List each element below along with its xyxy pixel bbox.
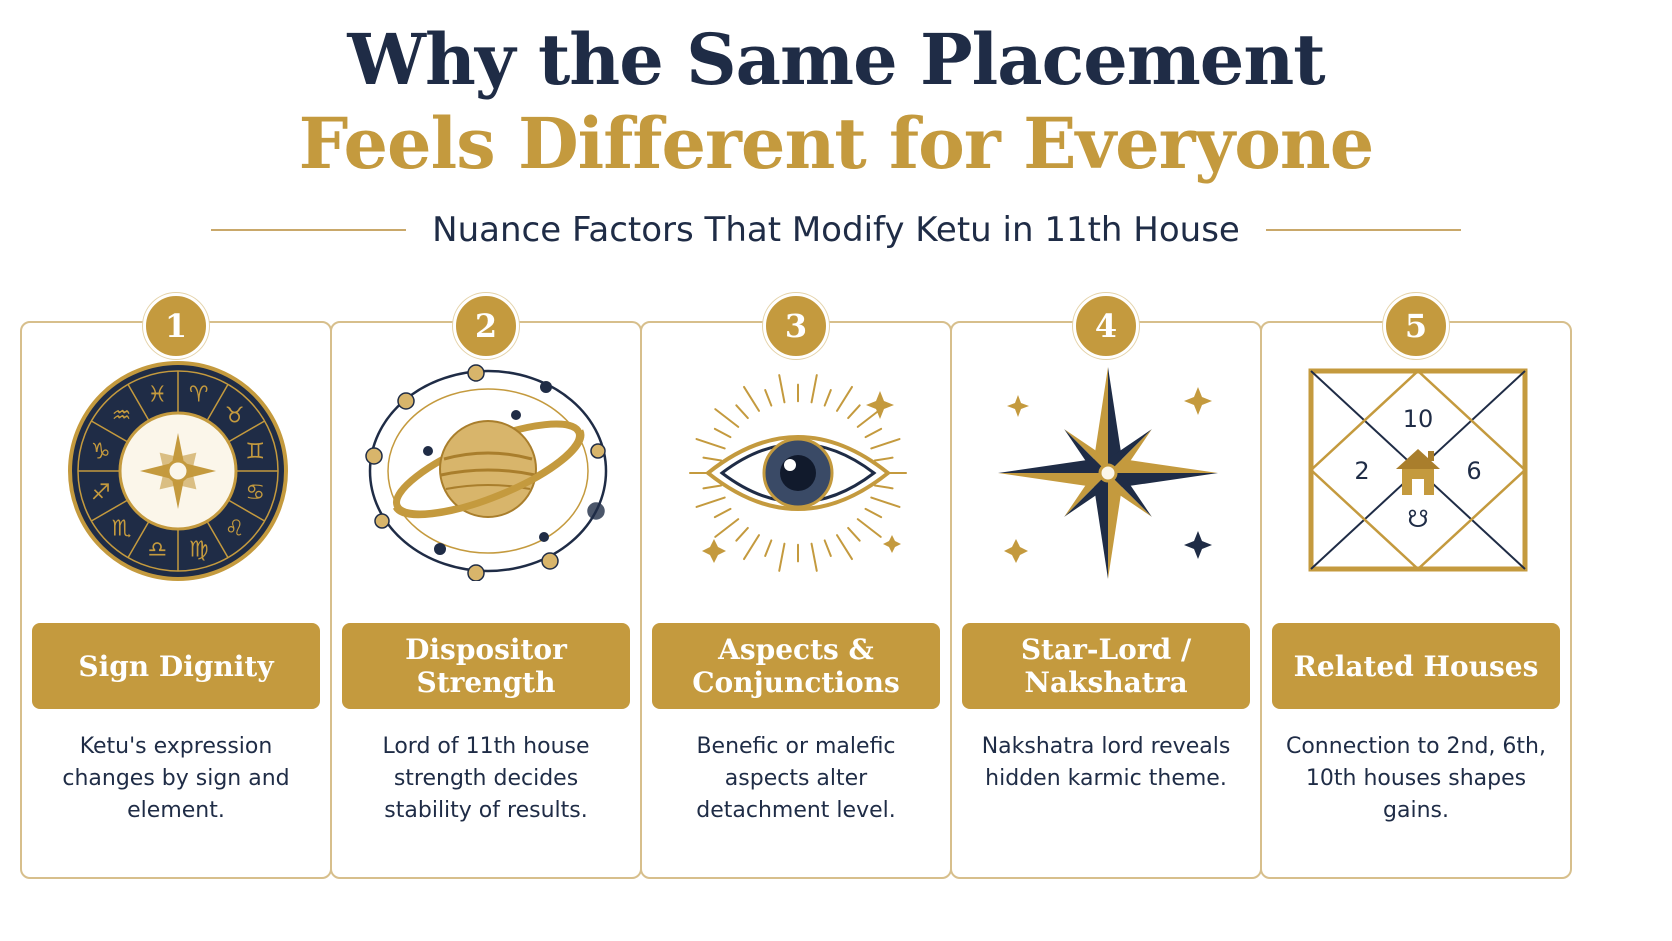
chart-number-top: 10 — [1403, 405, 1434, 433]
eye-ray — [713, 427, 732, 439]
factor-label: Sign Dignity — [32, 623, 320, 709]
zodiac-glyph-icon: ♏ — [112, 517, 132, 542]
factor-description: Benefic or malefic aspects alter detachm… — [696, 734, 896, 823]
zodiac-spoke — [127, 384, 150, 422]
factor-card-3: 3 Aspects & Conjunctions Benefic or male… — [640, 293, 952, 879]
factor-card-1: 1 ♈ ♉♊ ♋♌ ♍ ♎ ♏♐ ♑♒ ♓ Sign Dignity Ketu's expre… — [20, 293, 332, 879]
zodiac-spoke — [206, 520, 229, 558]
eye-ray — [743, 534, 760, 561]
eye-ray — [836, 534, 853, 561]
eye-ray — [714, 518, 740, 538]
factor-description: Ketu's expression changes by sign and el… — [62, 734, 290, 823]
zodiac-glyph-icon: ♍ — [189, 537, 209, 562]
eye-ray — [870, 438, 901, 450]
subtitle: Nuance Factors That Modify Ketu in 11th … — [432, 210, 1240, 250]
zodiac-spoke — [91, 499, 129, 522]
eye-ray — [873, 484, 894, 490]
zodiac-glyph-icon: ♉ — [225, 403, 245, 428]
title-block: Why the Same Placement Feels Different f… — [0, 18, 1672, 186]
eye-ray — [778, 374, 786, 404]
eye-ray — [856, 518, 882, 538]
factor-description: Nakshatra lord reveals hidden karmic the… — [981, 734, 1231, 791]
eye-ray — [847, 404, 861, 420]
factor-label: Related Houses — [1272, 623, 1560, 709]
eye-ray — [713, 507, 732, 519]
eye-ray — [702, 456, 723, 462]
eye-ray — [764, 539, 773, 557]
chart-number-right: 6 — [1466, 457, 1481, 485]
eye-ray — [856, 408, 882, 428]
zodiac-spoke — [227, 499, 265, 522]
title-line-2: Feels Different for Everyone — [298, 102, 1375, 185]
zodiac-spoke — [206, 384, 229, 422]
eye-ray — [695, 496, 726, 508]
eye-ray — [864, 507, 883, 519]
zodiac-spoke — [227, 420, 265, 443]
eye-ray — [823, 389, 832, 407]
eye-ray — [823, 539, 832, 557]
zodiac-glyph-icon: ♓ — [147, 383, 167, 408]
zodiac-glyph-icon: ♒ — [112, 403, 132, 428]
factor-card-5: 5 10 2 6 ☋ Related Houses Connection to … — [1260, 293, 1572, 879]
zodiac-glyph-icon: ♋ — [245, 481, 265, 506]
eye-ray — [702, 484, 723, 490]
factor-label: Star-Lord / Nakshatra — [962, 623, 1250, 709]
factor-card-4: 4 — [950, 293, 1262, 879]
subtitle-rule-left — [211, 229, 407, 231]
number-badge: 5 — [1383, 293, 1449, 359]
eye-ray — [870, 496, 901, 508]
eye-ray — [836, 385, 853, 412]
chart-ketu-symbol: ☋ — [1407, 505, 1428, 533]
radiant-eye-icon — [658, 361, 938, 581]
subtitle-row: Nuance Factors That Modify Ketu in 11th … — [0, 198, 1672, 262]
eye-ray — [810, 542, 818, 572]
house-chart-icon: 10 2 6 ☋ — [1278, 361, 1558, 581]
eye-ray — [873, 456, 894, 462]
zodiac-glyph-icon: ♐ — [91, 481, 111, 506]
chart-number-left: 2 — [1354, 457, 1369, 485]
saturn-orbit-icon — [348, 361, 628, 581]
number-badge: 3 — [763, 293, 829, 359]
number-badge: 4 — [1073, 293, 1139, 359]
eye-ray — [714, 408, 740, 428]
zodiac-glyph-icon: ♊ — [245, 439, 265, 464]
eye-ray — [864, 427, 883, 439]
eye-ray — [847, 526, 861, 542]
eye-ray — [743, 385, 760, 412]
zodiac-spoke — [91, 420, 129, 443]
zodiac-glyph-icon: ♑ — [91, 439, 111, 464]
factor-card-2: 2 Dispositor Strength Lord of 11t — [330, 293, 642, 879]
eye-ray — [810, 374, 818, 404]
factor-label: Dispositor Strength — [342, 623, 630, 709]
factor-description: Lord of 11th house strength decides stab… — [382, 734, 590, 823]
zodiac-spoke — [127, 520, 150, 558]
zodiac-wheel-icon: ♈ ♉♊ ♋♌ ♍ ♎ ♏♐ ♑♒ ♓ — [38, 361, 318, 581]
number-badge: 2 — [453, 293, 519, 359]
number-badge: 1 — [143, 293, 209, 359]
zodiac-glyph-icon: ♈ — [189, 383, 209, 408]
compass-star-icon — [968, 361, 1248, 581]
eye-ray — [695, 438, 726, 450]
factor-description: Connection to 2nd, 6th, 10th houses shap… — [1285, 734, 1546, 823]
factor-label: Aspects & Conjunctions — [652, 623, 940, 709]
subtitle-rule-right — [1265, 229, 1461, 231]
zodiac-glyph-icon: ♌ — [225, 517, 245, 542]
eye-ray — [764, 389, 773, 407]
eye-ray — [778, 542, 786, 572]
title-line-1: Why the Same Placement — [347, 18, 1325, 101]
eye-ray — [735, 404, 749, 420]
eye-ray — [735, 526, 749, 542]
zodiac-glyph-icon: ♎ — [147, 537, 167, 562]
